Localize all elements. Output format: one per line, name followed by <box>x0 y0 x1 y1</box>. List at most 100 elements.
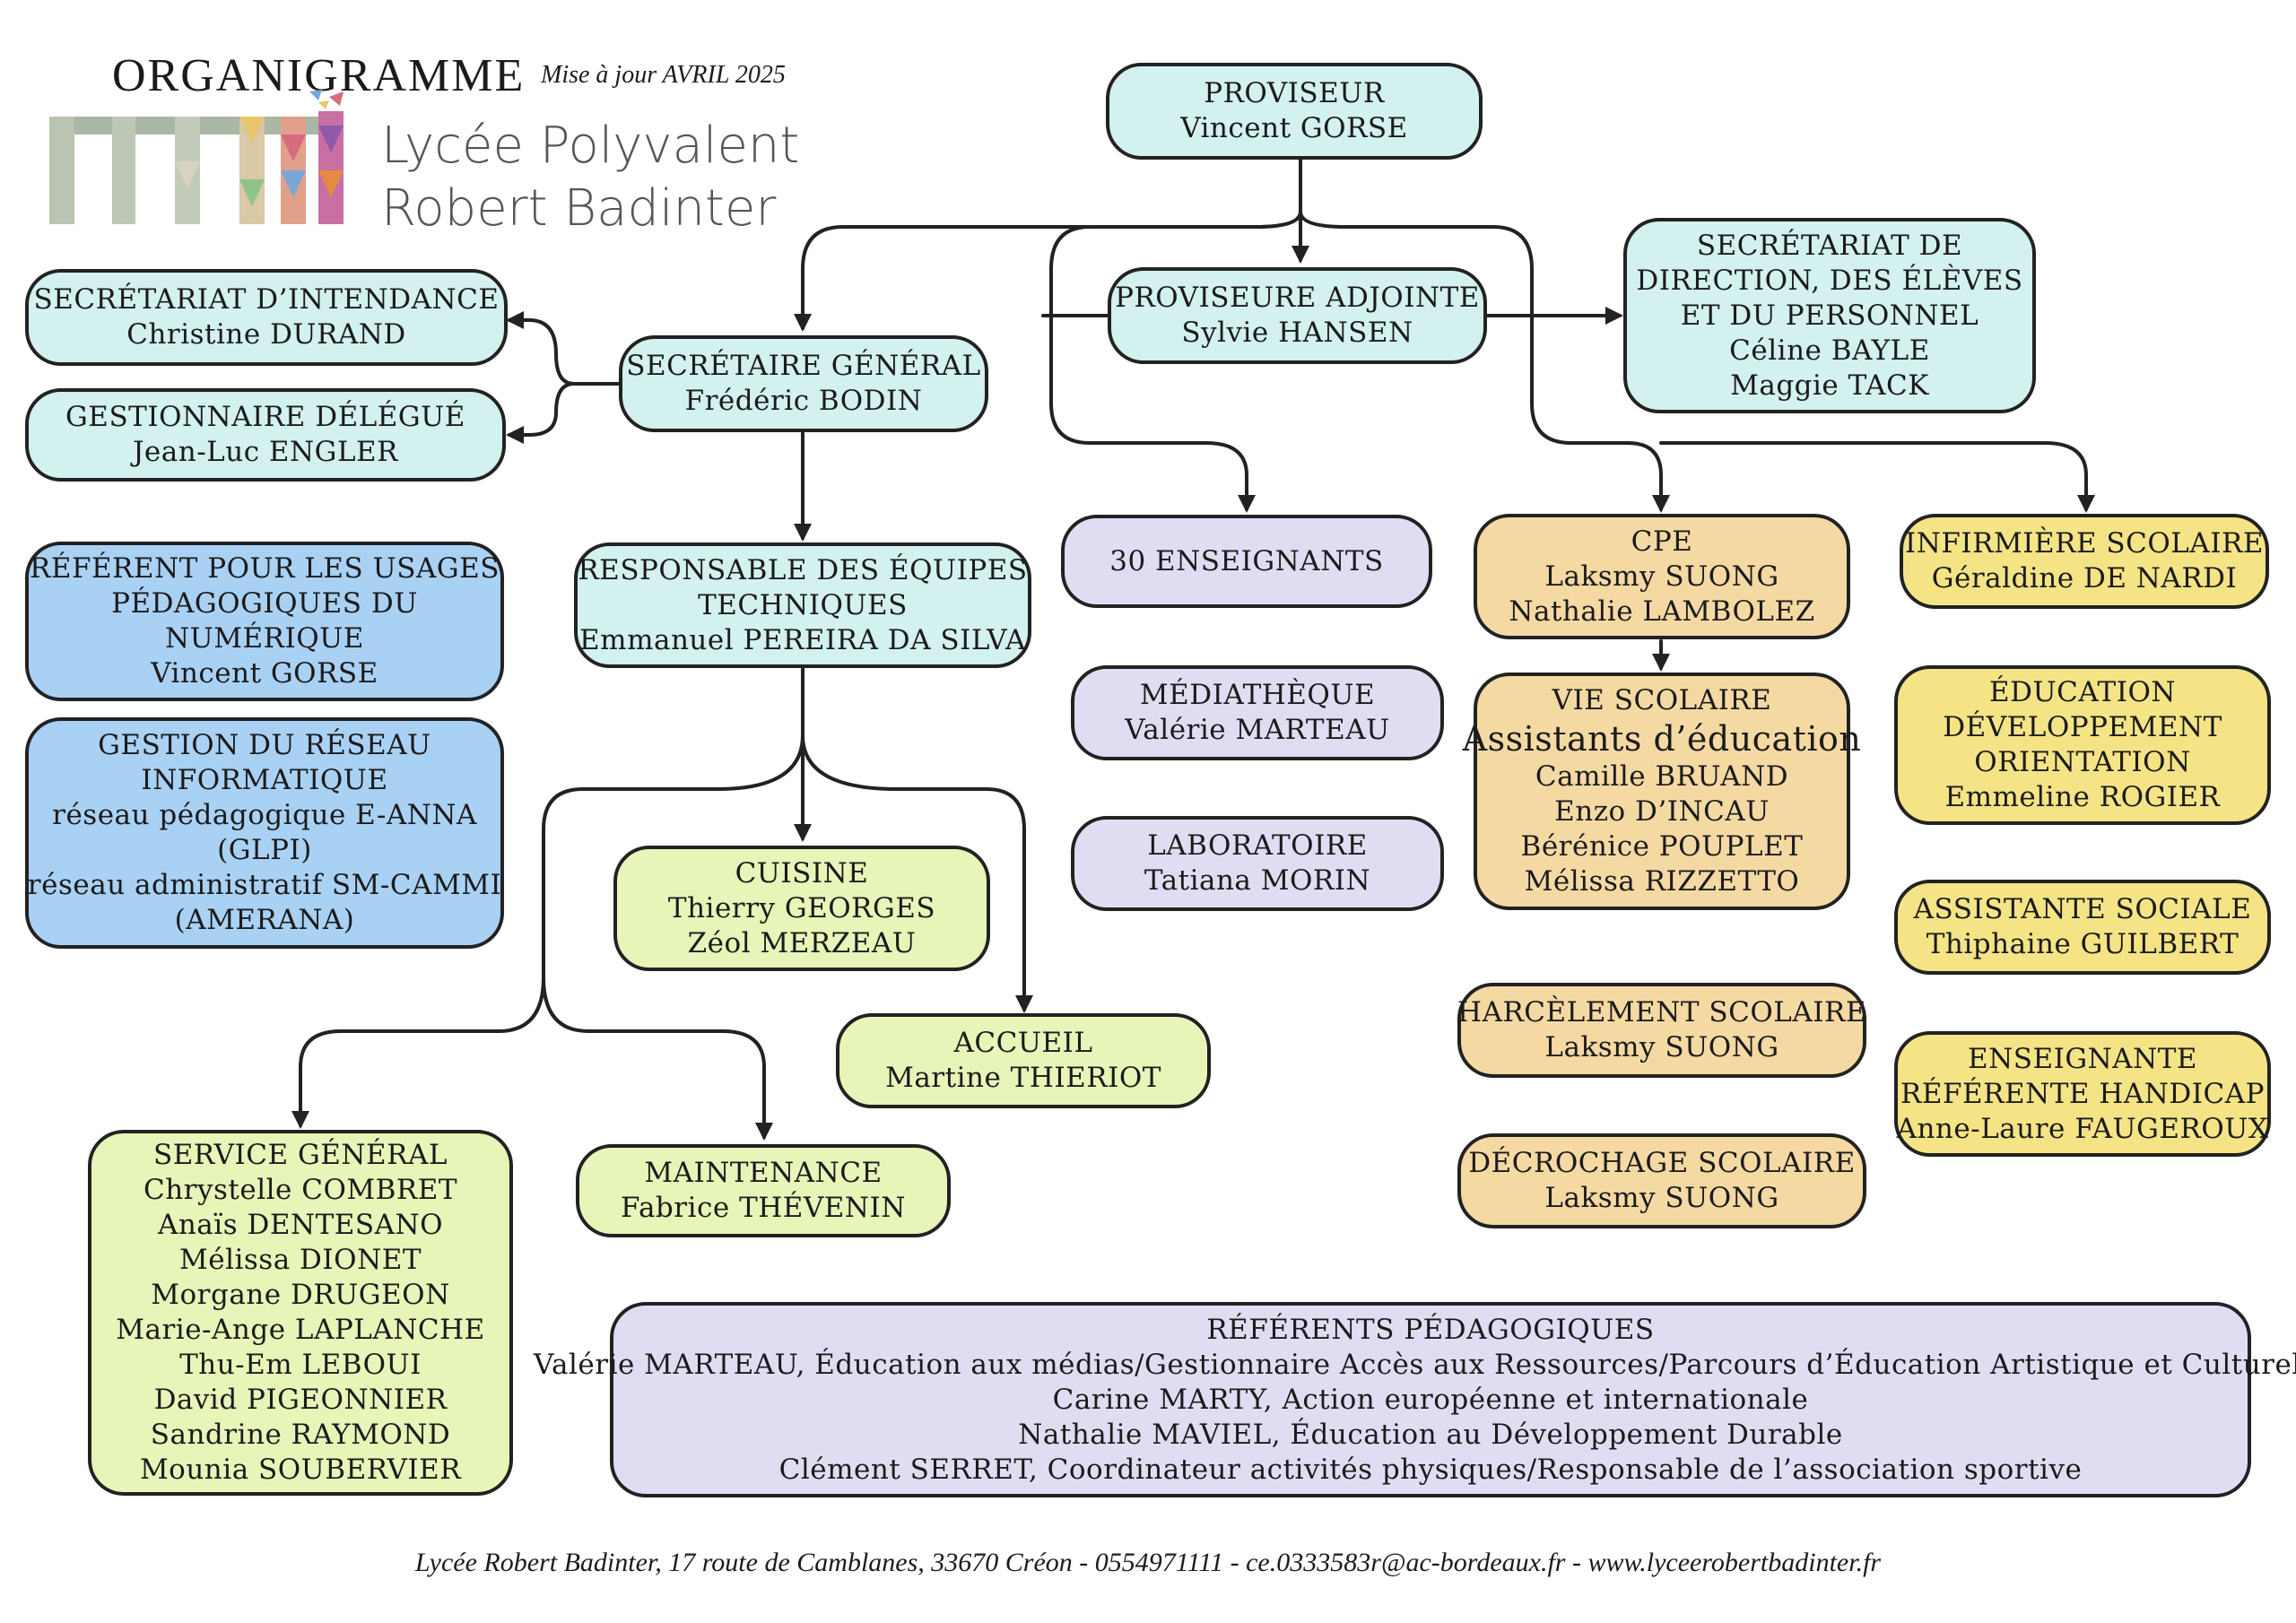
box-line: ET DU PERSONNEL <box>1680 299 1979 332</box>
box-line: Jean-Luc ENGLER <box>132 436 399 468</box>
box-line: INFIRMIÈRE SCOLAIRE <box>1905 527 2264 560</box>
box-line: Frédéric BODIN <box>684 385 923 417</box>
connector-sg-to-gestionnaire <box>506 382 576 444</box>
box-line: Anne-Laure FAUGEROUX <box>1896 1112 2269 1145</box>
box-line: CUISINE <box>735 856 869 890</box>
school-name-line1: Lycée Polyvalent <box>381 117 800 175</box>
box-line: David PIGEONNIER <box>153 1384 448 1416</box>
box-line: ASSISTANTE SOCIALE <box>1913 893 2252 925</box>
box-line: SECRÉTARIAT D’INTENDANCE <box>33 283 500 316</box>
connector-to-maintenance <box>542 976 773 1141</box>
box-line: Mélissa DIONET <box>178 1244 422 1276</box>
box-line: DÉVELOPPEMENT <box>1943 711 2222 743</box>
box-line: PROVISEURE ADJOINTE <box>1115 282 1480 314</box>
box-line: NUMÉRIQUE <box>165 622 364 655</box>
box-line: Mounia SOUBERVIER <box>139 1454 462 1486</box>
box-line: Chrystelle COMBRET <box>143 1174 458 1206</box>
box-line: CPE <box>1631 525 1693 558</box>
box-line: Laksmy SUONG <box>1544 1031 1779 1063</box>
box-line: Géraldine DE NARDI <box>1931 562 2238 595</box>
box-line: RESPONSABLE DES ÉQUIPES <box>578 553 1028 586</box>
box-line: Morgane DRUGEON <box>151 1279 450 1311</box>
connector-to-left-branch <box>542 733 804 979</box>
box-line: Emmanuel PEREIRA DA SILVA <box>579 623 1026 656</box>
box-line: Bérénice POUPLET <box>1520 830 1804 863</box>
box-line: (GLPI) <box>217 834 312 866</box>
box-line: Valérie MARTEAU <box>1125 714 1390 746</box>
connector-to-service-general <box>291 976 545 1129</box>
box-line: Tatiana MORIN <box>1144 864 1371 897</box>
box-line: SERVICE GÉNÉRAL <box>153 1139 448 1171</box>
box-line: Thu-Em LEBOUI <box>179 1349 422 1381</box>
box-line: Camille BRUAND <box>1535 760 1789 793</box>
box-line: Sylvie HANSEN <box>1181 317 1413 349</box>
box-line: Clément SERRET, Coordinateur activités p… <box>778 1453 2083 1486</box>
box-line: Enzo D’INCAU <box>1554 795 1770 828</box>
box-line: PÉDAGOGIQUES DU <box>111 587 418 620</box>
box-line: RÉFÉRENTE HANDICAP <box>1900 1077 2265 1110</box>
box-line: Laksmy SUONG <box>1544 560 1779 593</box>
box-line: (AMERANA) <box>174 904 355 936</box>
box-line: ACCUEIL <box>953 1027 1093 1059</box>
box-line: RÉFÉRENTS PÉDAGOGIQUES <box>1206 1313 1655 1346</box>
connector-sg-to-intendance <box>506 311 621 386</box>
box-line: SECRÉTARIAT DE <box>1696 229 1963 262</box>
school-name: Lycée Polyvalent Robert Badinter <box>381 115 799 240</box>
box-line: réseau pédagogique E-ANNA <box>52 799 477 831</box>
box-line: 30 ENSEIGNANTS <box>1109 544 1384 577</box>
school-logo-icon <box>49 90 344 224</box>
box-line: GESTION DU RÉSEAU <box>98 729 431 761</box>
connector-to-infirmiere <box>1659 441 2095 513</box>
box-line: MAINTENANCE <box>644 1157 883 1189</box>
box-line: Sandrine RAYMOND <box>150 1419 451 1451</box>
connector-to-cpe <box>1299 210 1670 513</box>
box-line: Emmeline ROGIER <box>1944 781 2221 813</box>
box-line: INFORMATIQUE <box>141 764 388 796</box>
box-line: Maggie TACK <box>1730 369 1929 402</box>
box-line: Mélissa RIZZETTO <box>1524 865 1800 898</box>
box-line: Nathalie MAVIEL, Éducation au Développem… <box>1018 1418 1843 1451</box>
school-name-line2: Robert Badinter <box>381 179 777 238</box>
box-line: Valérie MARTEAU, Éducation aux médias/Ge… <box>533 1348 2296 1381</box>
box-line: LABORATOIRE <box>1147 829 1368 862</box>
box-line: Vincent GORSE <box>151 657 378 690</box>
box-line: Laksmy SUONG <box>1544 1182 1779 1214</box>
box-line: Martine THIERIOT <box>885 1062 1161 1094</box>
box-line: VIE SCOLAIRE <box>1552 684 1772 716</box>
connector-to-accueil <box>801 733 1033 1013</box>
footer-contact: Lycée Robert Badinter, 17 route de Cambl… <box>414 1548 1882 1577</box>
box-line: réseau administratif SM-CAMMI <box>27 869 502 901</box>
box-line: Marie-Ange LAPLANCHE <box>116 1314 485 1346</box>
box-line: Zéol MERZEAU <box>687 926 917 959</box>
box-line: Thierry GEORGES <box>667 891 936 924</box>
box-line: SECRÉTAIRE GÉNÉRAL <box>626 350 981 382</box>
box-line: DÉCROCHAGE SCOLAIRE <box>1468 1147 1856 1179</box>
box-line: Carine MARTY, Action européenne et inter… <box>1052 1383 1809 1416</box>
box-enseignants: 30 ENSEIGNANTS <box>1061 515 1432 608</box>
box-line: HARCÈLEMENT SCOLAIRE <box>1457 996 1866 1028</box>
update-date: Mise à jour AVRIL 2025 <box>541 61 786 89</box>
box-line: ENSEIGNANTE <box>1967 1042 2198 1075</box>
box-line: RÉFÉRENT POUR LES USAGES <box>29 552 500 585</box>
